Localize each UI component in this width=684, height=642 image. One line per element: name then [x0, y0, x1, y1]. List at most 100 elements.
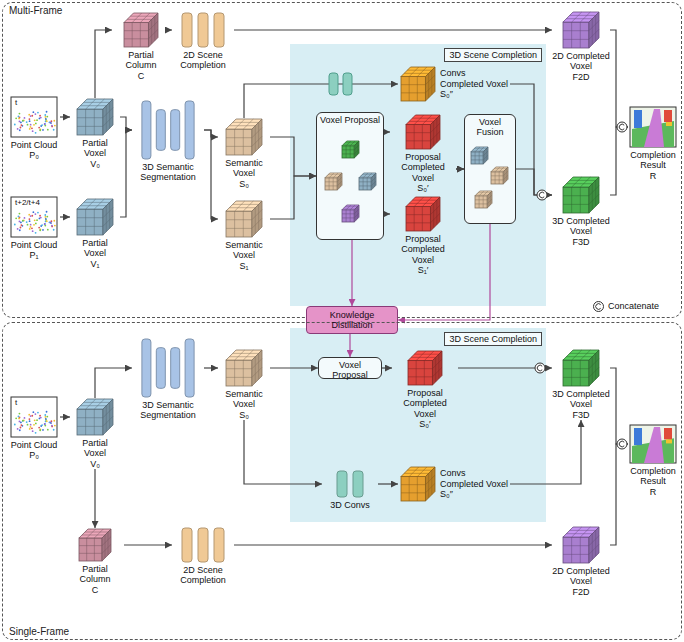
node-label: t: [14, 98, 18, 107]
voxel-icon: [66, 528, 124, 562]
voxel-icon: [390, 114, 456, 150]
symbol-label: S₀: [218, 179, 270, 189]
node-label: Convs Completed Voxel: [440, 468, 510, 489]
symbol-label: V₁: [70, 259, 120, 269]
symbol-label: S₀″: [440, 489, 510, 499]
voxel-cube: Partial VoxelV₀: [70, 398, 120, 469]
flow-arrow: [244, 420, 322, 484]
voxel-icon: [552, 526, 610, 564]
layer-icon: [172, 527, 234, 563]
result-image: Completion ResultR: [628, 424, 678, 497]
flow-arrow: [170, 29, 172, 30]
voxel-icon: [218, 200, 270, 238]
symbol-label: R: [628, 171, 678, 181]
voxel-cube: 3D Completed VoxelF3D: [552, 349, 610, 420]
node-label: 3D Convs: [322, 500, 378, 510]
voxel-icon: [552, 349, 610, 387]
voxel-cube: 2D Completed VoxelF2D: [552, 526, 610, 597]
symbol-label: S₀: [218, 410, 270, 420]
voxel-cube: Semantic VoxelS₀: [218, 349, 270, 420]
voxel-cube: 2D Completed VoxelF2D: [552, 11, 610, 82]
node-label: 3D Completed Voxel: [552, 216, 610, 237]
symbol-label: C: [112, 71, 170, 81]
concat-symbol: [592, 300, 605, 313]
voxel-cube: Proposal Completed VoxelS₀′: [390, 114, 456, 193]
node-label: t+2/t+4: [14, 198, 41, 207]
voxel-icon: [112, 12, 170, 48]
node-label: Proposal Completed Voxel: [390, 234, 456, 265]
network-block: 2D Scene Completion: [172, 12, 234, 71]
module-box: Voxel Fusion: [464, 114, 516, 224]
completion-region: 3D Scene CompletionConvs Completed Voxel…: [290, 44, 546, 306]
legend-entry: Concatenate: [592, 300, 659, 313]
symbol-label: S₀″: [440, 89, 510, 99]
node-label: Point Cloud: [8, 240, 60, 250]
flow-arrow: [60, 216, 70, 217]
flow-arrow: [94, 469, 95, 528]
distillation-box: Knowledge Distillation: [306, 306, 398, 334]
symbol-label: S₀′: [392, 419, 458, 429]
node-label: Partial Column: [66, 564, 124, 585]
flow-arrow: [510, 84, 552, 195]
node-label: 3D Completed Voxel: [552, 389, 610, 410]
flow-arrow: [456, 168, 464, 169]
result-image: [628, 106, 678, 148]
flow-arrow: [204, 130, 218, 219]
node-label: Convs Completed Voxel: [440, 68, 510, 89]
point-cloud: Point CloudP₁t+2/t+4: [8, 196, 60, 261]
flow-arrow: [384, 131, 390, 132]
node-label: 2D Completed Voxel: [552, 51, 610, 72]
node-label: Proposal Completed Voxel: [392, 388, 458, 419]
layer-icon: [322, 470, 378, 498]
flow-arrow: [120, 117, 132, 130]
flow-arrow: [456, 168, 464, 169]
node-label: t: [14, 398, 18, 407]
voxel-cube: Proposal Completed VoxelS₀′: [392, 350, 458, 429]
symbol-label: F2D: [552, 587, 610, 597]
flow-arrow: [124, 544, 172, 545]
voxel-icon: [218, 349, 270, 387]
concat-symbol: [535, 363, 545, 373]
node-label: Partial Voxel: [70, 438, 120, 459]
frame-panel: Multi-FramePoint CloudP₀tPoint CloudP₁t+…: [2, 2, 682, 318]
node-label: 3D Semantic Segmentation: [132, 162, 204, 183]
layer-icon: [132, 338, 204, 398]
symbol-label: P₀: [8, 150, 60, 160]
completion-region: 3D Scene CompletionVoxel ProposalProposa…: [290, 328, 546, 522]
voxel-cube: Proposal Completed VoxelS₁′: [390, 196, 456, 275]
concat-symbol: [617, 122, 627, 132]
voxel-cube: Semantic VoxelS₁: [218, 200, 270, 271]
network-block: 2D Scene Completion: [172, 527, 234, 586]
section-title: 3D Scene Completion: [444, 48, 542, 62]
voxel-cube: Convs Completed VoxelS₀″: [398, 66, 510, 102]
module-label: Voxel Proposal: [319, 115, 381, 125]
panel-title: Single-Frame: [3, 624, 681, 640]
flow-arrow: [234, 29, 552, 30]
flow-arrow: [378, 483, 398, 484]
voxel-icon: [390, 196, 456, 232]
flow-arrow: [60, 116, 70, 117]
symbol-label: F3D: [552, 410, 610, 420]
node-label: Partial Column: [112, 50, 170, 71]
point-cloud: Point CloudP₀t: [8, 396, 60, 461]
flow-arrow: [204, 367, 218, 368]
module-label: Voxel Fusion: [467, 117, 513, 138]
voxel-cube: Partial ColumnC: [112, 12, 170, 81]
flow-arrow: [234, 544, 552, 545]
result-image: Completion ResultR: [628, 106, 678, 181]
module-label: Voxel Proposal: [321, 360, 379, 381]
module-label: Knowledge Distillation: [310, 310, 394, 331]
module-box: Voxel Proposal: [316, 112, 384, 240]
voxel-cluster: [465, 133, 515, 221]
node-label: Semantic Voxel: [218, 158, 270, 179]
voxel-cube: Partial VoxelV₀: [70, 98, 120, 169]
flow-arrow: [610, 127, 628, 195]
symbol-label: P₀: [8, 450, 60, 460]
flow-arrow: [270, 367, 318, 368]
network-block: 3D Convs: [322, 470, 378, 510]
node-label: Partial Voxel: [70, 138, 120, 159]
completion-region-fill: [290, 328, 546, 522]
flow-arrow: [270, 137, 316, 176]
flow-arrow: [382, 367, 392, 368]
section-title: 3D Scene Completion: [444, 332, 542, 346]
